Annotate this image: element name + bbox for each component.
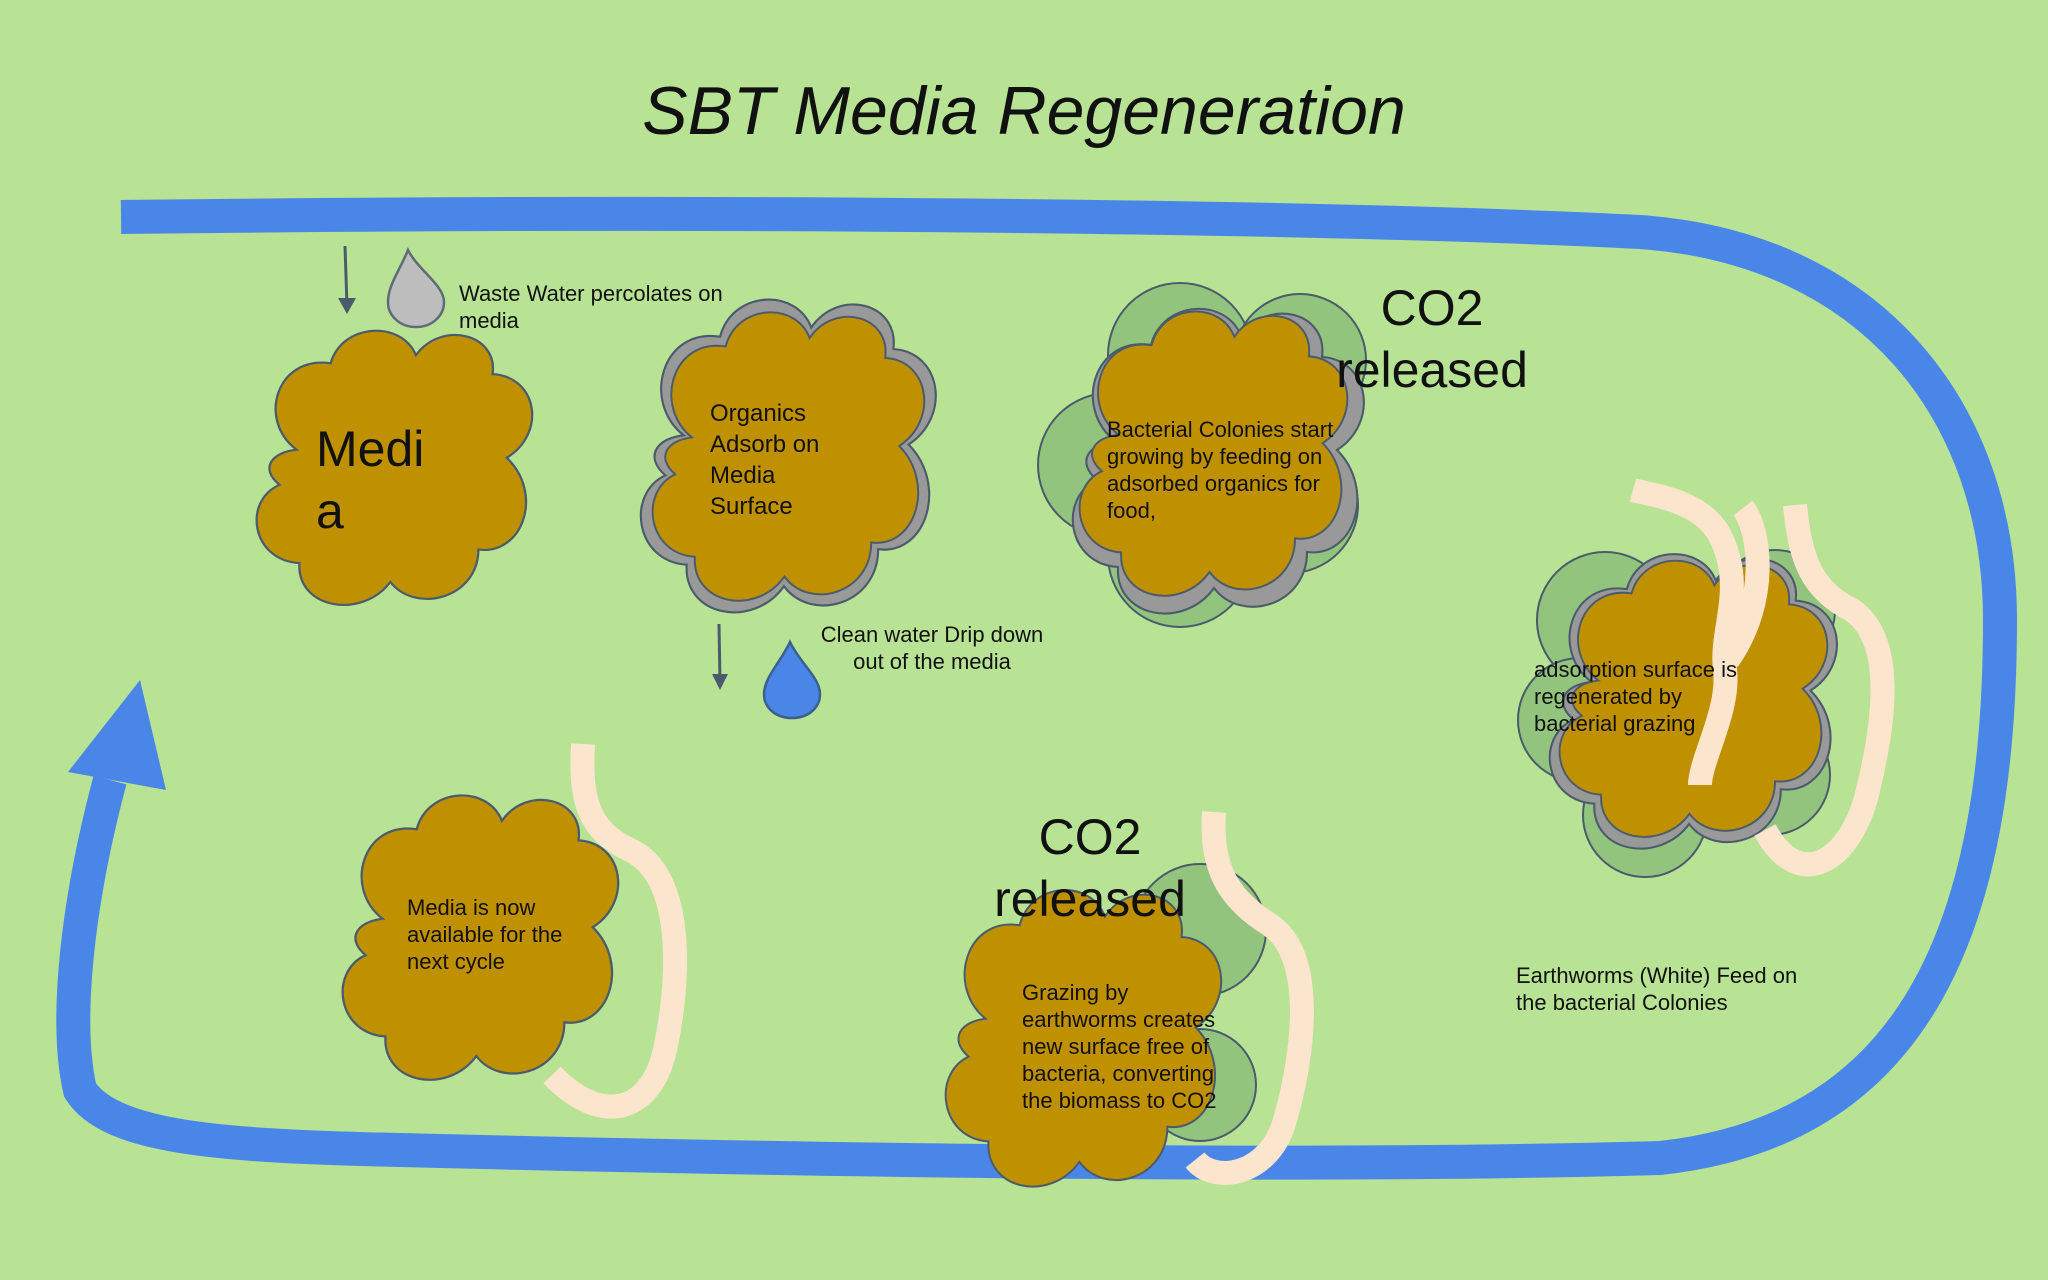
clean-water-label: Clean water Drip down out of the media bbox=[820, 622, 1044, 674]
media-label: Medi a bbox=[316, 421, 425, 539]
waste-water-drop-icon bbox=[386, 246, 446, 329]
cycle-arrowhead-icon bbox=[68, 680, 166, 790]
earthworm-icon bbox=[1185, 811, 1314, 1185]
co2-released-top-label: CO2 released bbox=[1336, 280, 1528, 398]
bacterial-colonies-label: Bacterial Colonies start growing by feed… bbox=[1107, 417, 1334, 523]
earthworm-icon bbox=[543, 743, 688, 1119]
cycle-arrow-icon bbox=[56, 196, 2018, 1180]
co2-released-bottom-label: CO2 released bbox=[994, 809, 1186, 927]
earthworms-label: Earthworms (White) Feed on the bacterial… bbox=[1516, 963, 1798, 1015]
down-arrow-icon bbox=[338, 245, 356, 314]
media-available-label: Media is now available for the next cycl… bbox=[407, 895, 563, 974]
grazing-label: Grazing by earthworms creates new surfac… bbox=[1022, 980, 1217, 1113]
flow-path bbox=[56, 196, 2018, 1180]
waste-water-label: Waste Water percolates on media bbox=[459, 281, 723, 333]
page-title: SBT Media Regeneration bbox=[642, 73, 1406, 149]
organics-label: Organics Adsorb on Media Surface bbox=[710, 400, 820, 520]
adsorption-regenerated-label: adsorption surface is regenerated by bac… bbox=[1534, 657, 1737, 736]
earthworm-icon bbox=[1629, 478, 1895, 877]
down-arrow-icon bbox=[712, 623, 728, 690]
clean-water-drop-icon bbox=[762, 639, 822, 720]
bacteria-colony-icon bbox=[1037, 282, 1367, 628]
